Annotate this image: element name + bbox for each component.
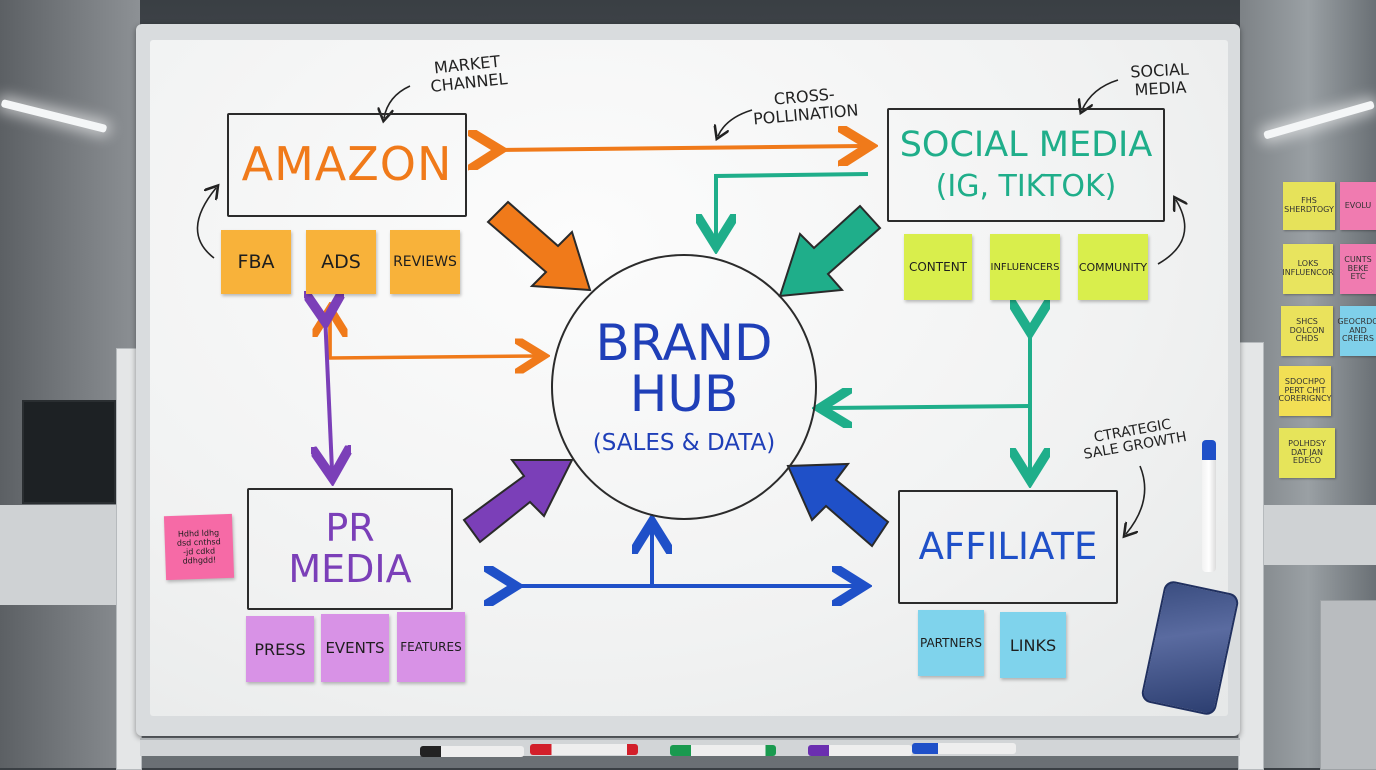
sticky-note-events: EVENTS: [321, 614, 389, 682]
sticky-note-fba: FBA: [221, 230, 291, 294]
sticky-note-community: COMMUNITY: [1078, 234, 1148, 300]
wall-note: SHCS DOLCON CHDS: [1281, 306, 1333, 356]
amazon-title: AMAZON: [241, 137, 453, 192]
wall-note: SDOCHPO PERT CHIT CORERIGNCY: [1279, 366, 1331, 416]
black-marker[interactable]: [420, 746, 524, 757]
social-media-box: SOCIAL MEDIA (IG, TIKTOK): [887, 108, 1165, 222]
board-stand-right: [1238, 342, 1264, 770]
wall-note: LOKS INFLUENCOR: [1282, 244, 1334, 294]
pr-media-box: PR MEDIA: [247, 488, 453, 610]
affiliate-title: AFFILIATE: [918, 525, 1098, 569]
sticky-note-influencers: INFLUENCERS: [990, 234, 1060, 300]
pr-title-line1: PR: [325, 505, 375, 550]
sticky-note-partners: PARTNERS: [918, 610, 984, 676]
hub-subtitle: (SALES & DATA): [592, 430, 776, 457]
sticky-note-press: PRESS: [246, 616, 314, 682]
desk-monitor: [22, 400, 116, 504]
wall-note: GEOCRDO AND CREERS: [1337, 306, 1376, 356]
purple-marker[interactable]: [808, 745, 912, 756]
pr-title-line2: MEDIA: [288, 547, 412, 591]
sticky-note-features: FEATURES: [397, 612, 465, 682]
wall-note: FHS SHERDTOGY: [1283, 182, 1335, 230]
sticky-note-links: LINKS: [1000, 612, 1066, 678]
social-media-subtitle: (IG, TIKTOK): [935, 168, 1117, 204]
green-marker[interactable]: [670, 745, 776, 756]
filing-cabinet: [1320, 600, 1376, 770]
office-desk-right: [1262, 505, 1376, 565]
hub-line-brand: BRAND: [595, 313, 773, 372]
wall-note: EVOLU: [1340, 182, 1376, 230]
sticky-note-content: CONTENT: [904, 234, 972, 300]
brand-hub-circle: BRAND HUB (SALES & DATA): [551, 254, 817, 520]
affiliate-box: AFFILIATE: [898, 490, 1118, 604]
blue-marker-vertical[interactable]: [1202, 440, 1216, 572]
amazon-box: AMAZON: [227, 113, 467, 217]
wall-note: POLHDSY DAT JAN EDECO: [1279, 428, 1335, 478]
wall-note: CUNTS BEKE ETC: [1340, 244, 1376, 294]
red-marker[interactable]: [530, 744, 638, 755]
hub-line-hub: HUB: [629, 364, 739, 423]
sticky-note-ads: ADS: [306, 230, 376, 294]
office-desk-left: [0, 505, 130, 605]
sticky-note-reviews: REVIEWS: [390, 230, 460, 294]
blue-marker-tray[interactable]: [912, 743, 1016, 754]
social-media-title: SOCIAL MEDIA: [899, 124, 1153, 165]
